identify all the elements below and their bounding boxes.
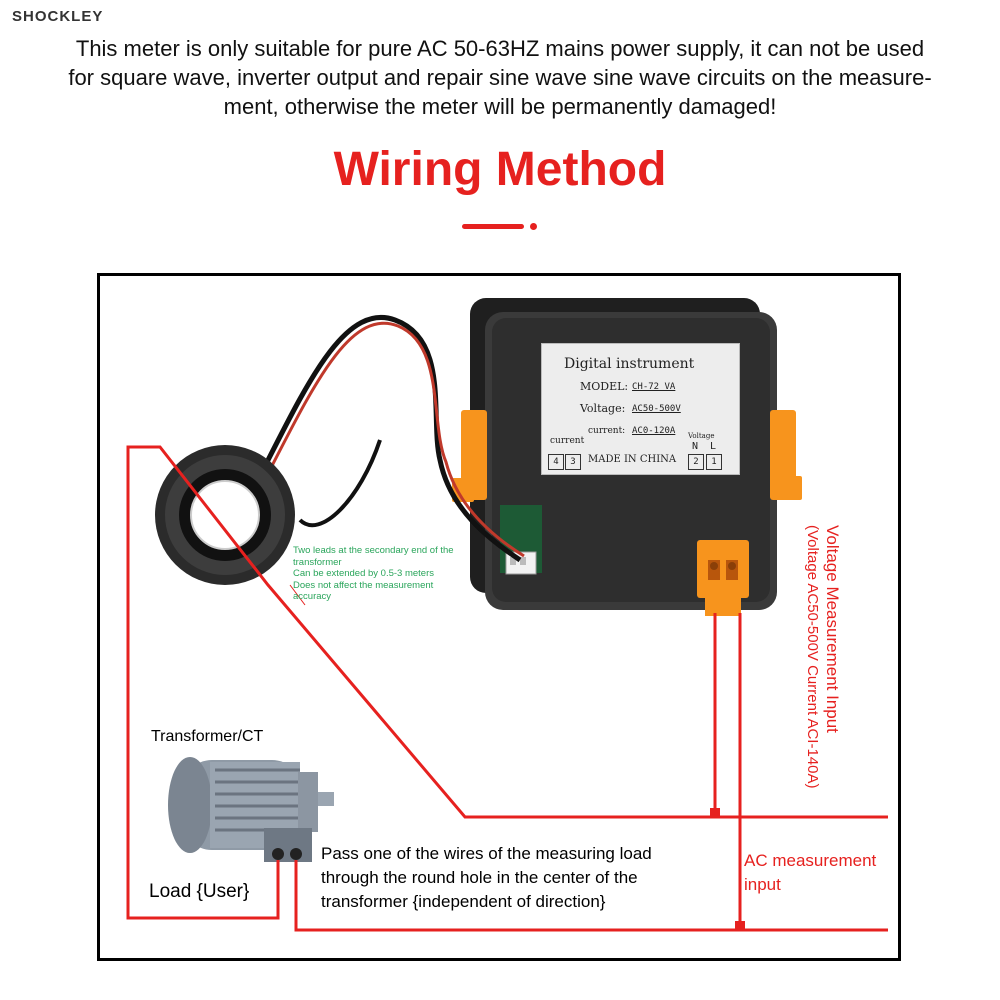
voltage-input-rotated-text: Voltage Measurement Input (Voltage AC50-… [802, 525, 842, 788]
warning-line: ment, otherwise the meter will be perman… [223, 94, 777, 119]
current-terminals-label: current [550, 436, 585, 446]
pass-wire-line: Pass one of the wires of the measuring l… [321, 844, 652, 863]
right-mounting-clip [770, 410, 802, 500]
ac-input-line: input [744, 875, 781, 894]
meter-spec-label: Digital instrument MODEL: CH-72 VA Volta… [541, 343, 740, 475]
model-value: CH-72 VA [632, 382, 676, 392]
current-value: AC0-120A [632, 426, 676, 436]
brand-logo: SHOCKLEY [12, 8, 104, 25]
ct-lead-cable [242, 315, 525, 563]
voltage-terminals-label: Voltage [688, 432, 715, 440]
ct-note-line: Does not affect the measurement [293, 579, 434, 591]
terminal-n-label: N [692, 441, 699, 452]
voltage-input-line: (Voltage AC50-500V Current ACI-140A) [804, 525, 821, 789]
terminal-4: 4 [548, 454, 564, 470]
ct-note-line: Two leads at the secondary end of the [293, 545, 454, 556]
terminal-3: 3 [565, 454, 581, 470]
note-pointer [289, 584, 306, 606]
ct-note-line: accuracy [293, 591, 332, 602]
made-in-china: MADE IN CHINA [588, 454, 677, 465]
voltage-terminal-block [697, 540, 749, 616]
pass-wire-line: transformer {independent of direction} [321, 892, 606, 911]
voltage-value: AC50-500V [632, 404, 681, 414]
label-heading: Digital instrument [564, 356, 695, 372]
title-underline [462, 224, 524, 229]
warning-text: This meter is only suitable for pure AC … [20, 34, 980, 121]
transformer-label: Transformer/CT [151, 728, 264, 745]
pcb-connector [500, 505, 542, 575]
ct-lead-note: Two leads at the secondary end of the tr… [293, 545, 454, 603]
ac-input-line: AC measurement [744, 851, 877, 870]
page-title: Wiring Method [333, 143, 667, 196]
voltage-label: Voltage: [580, 402, 626, 415]
title-underline-dot [530, 223, 537, 230]
ct-note-line: Can be extended by 0.5-3 meters [293, 568, 435, 579]
pass-wire-line: through the round hole in the center of … [321, 868, 638, 887]
warning-line: This meter is only suitable for pure AC … [75, 36, 925, 61]
junction-dots [710, 808, 745, 931]
left-mounting-clip [452, 410, 487, 502]
voltage-measurement-input-label: Voltage Measurement Input (Voltage AC50-… [802, 525, 842, 805]
terminal-1: 1 [706, 454, 722, 470]
current-label: current: [588, 426, 626, 436]
ct-note-line: transformer [293, 556, 342, 568]
voltage-input-line: Voltage Measurement Input [823, 525, 842, 733]
warning-line: for square wave, inverter output and rep… [68, 65, 932, 90]
pass-wire-instruction: Pass one of the wires of the measuring l… [321, 842, 652, 914]
motor-load [168, 757, 334, 862]
current-transformer-ring [155, 445, 295, 585]
model-label: MODEL: [580, 380, 629, 393]
diagram-frame [97, 273, 901, 961]
load-label: Load {User} [149, 881, 250, 902]
ac-measurement-input-label: AC measurement input [744, 849, 876, 897]
terminal-2: 2 [688, 454, 704, 470]
terminal-l-label: L [710, 441, 717, 452]
red-wiring [126, 445, 888, 932]
